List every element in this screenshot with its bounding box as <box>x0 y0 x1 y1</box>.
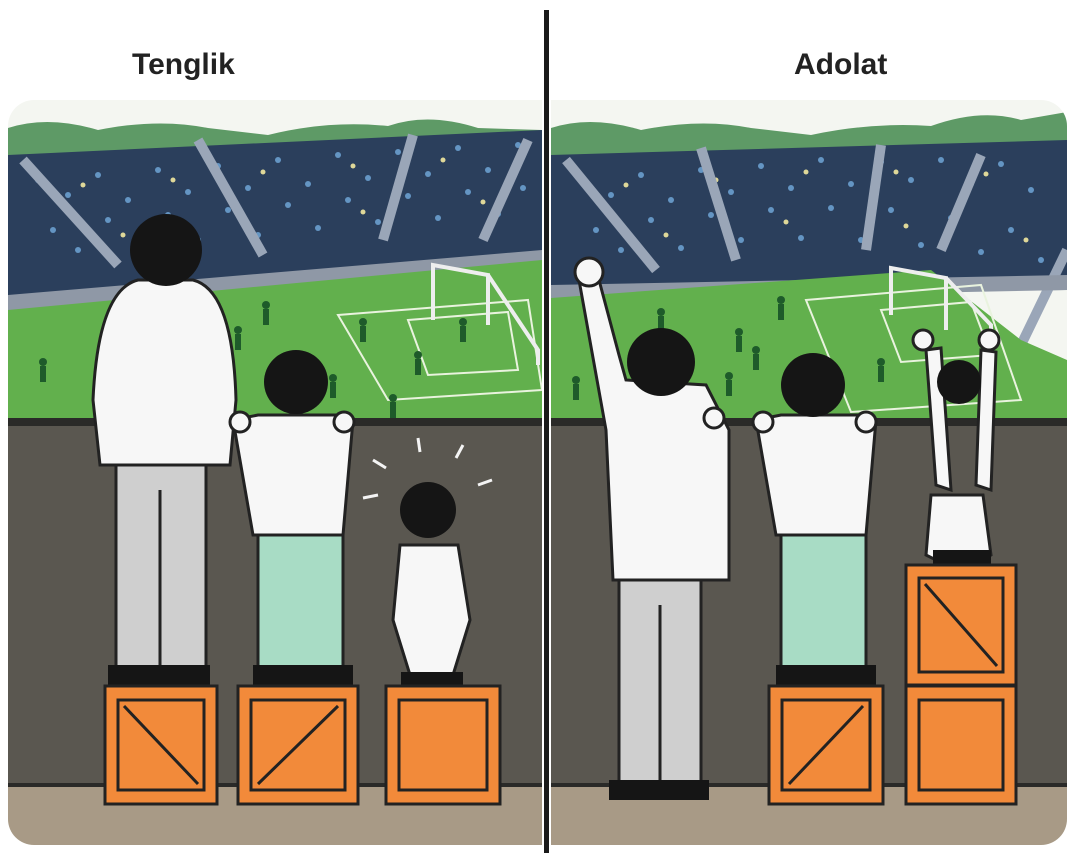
stand-dividers <box>562 144 1067 348</box>
crates <box>103 684 502 806</box>
equality-illustration <box>8 100 542 845</box>
middle-person <box>228 350 356 685</box>
center-divider <box>544 10 549 853</box>
crowd-dots <box>35 142 526 253</box>
middle-person <box>751 353 878 685</box>
small-person <box>362 437 493 688</box>
goal <box>431 262 540 365</box>
small-person <box>911 328 1001 565</box>
crates <box>767 563 1018 806</box>
equity-illustration <box>551 100 1067 845</box>
tall-person <box>573 256 731 800</box>
equality-panel <box>8 100 542 845</box>
equity-title: Adolat <box>794 48 888 81</box>
stand-dividers <box>19 133 533 269</box>
tall-person <box>91 214 238 687</box>
players <box>39 301 467 418</box>
players <box>572 296 885 400</box>
equality-title: Tenglik <box>132 48 235 81</box>
stadium-stands <box>551 140 1067 295</box>
equity-panel <box>551 100 1067 845</box>
